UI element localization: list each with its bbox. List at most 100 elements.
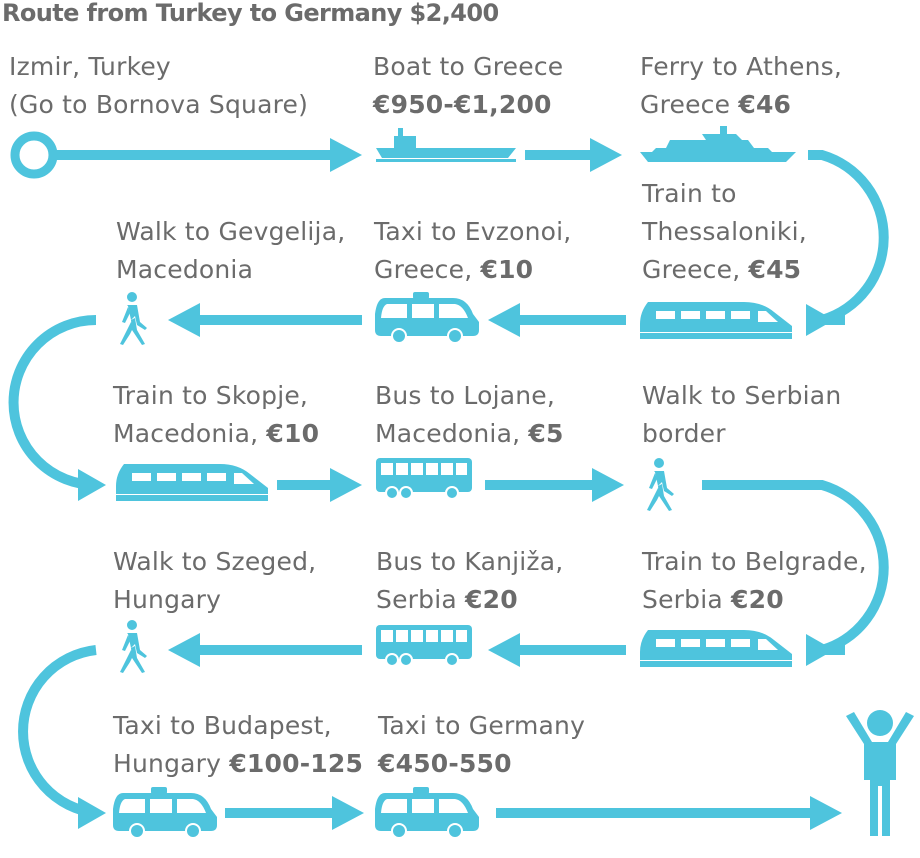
step-text: Walk to Szeged, [113, 547, 317, 576]
step-text: Bus to Kanjiža, [376, 547, 564, 576]
step-price: €20 [465, 585, 518, 614]
step-text: Taxi to Germany [378, 711, 586, 740]
step-label-line: Walk to Gevgelija, [116, 213, 345, 251]
step-taxi-budapest: Taxi to Budapest, Hungary €100-125 [113, 707, 363, 783]
step-price: €450-550 [378, 749, 512, 778]
arrow-izmir-to-boat [53, 138, 362, 172]
step-bus-kanjiza: Bus to Kanjiža, Serbia €20 [376, 543, 563, 619]
taxi-icon [113, 787, 217, 839]
step-text: Greece [640, 90, 739, 119]
step-train-skopje: Train to Skopje, Macedonia, €10 [113, 377, 319, 453]
step-label-line: €450-550 [378, 745, 585, 783]
step-text: Train to Skopje, [113, 381, 309, 410]
step-label-line: Walk to Serbian [642, 377, 841, 415]
step-text: Macedonia [116, 255, 254, 284]
step-label-line: Taxi to Germany [378, 707, 585, 745]
step-text: Thessaloniki, [642, 217, 807, 246]
arrow-kanjiza-to-szeged [168, 633, 362, 667]
step-label-line: Bus to Lojane, [375, 377, 564, 415]
step-text: Macedonia, [375, 419, 529, 448]
step-text: Serbia [642, 585, 732, 614]
step-label-line: Serbia €20 [642, 581, 867, 619]
step-text: Hungary [113, 749, 230, 778]
step-label-line: (Go to Bornova Square) [9, 86, 308, 124]
step-label-line: Taxi to Evzonoi, [374, 213, 571, 251]
step-walk-serbian-border: Walk to Serbian border [642, 377, 841, 453]
arrow-lojane-to-border [485, 468, 624, 502]
step-text: border [642, 419, 726, 448]
step-label-line: Hungary €100-125 [113, 745, 363, 783]
step-taxi-evzonoi: Taxi to Evzonoi, Greece, €10 [374, 213, 571, 289]
step-text: Macedonia, [113, 419, 267, 448]
step-label-line: border [642, 415, 841, 453]
step-walk-szeged: Walk to Szeged, Hungary [113, 543, 316, 619]
step-label-line: Izmir, Turkey [9, 48, 308, 86]
step-price: €100-125 [229, 749, 364, 778]
step-label-line: €950-€1,200 [373, 86, 563, 124]
step-text: Izmir, Turkey [9, 52, 171, 81]
step-text: Boat to Greece [373, 52, 564, 81]
celebrating-person-icon [846, 710, 914, 836]
step-label-line: Hungary [113, 581, 316, 619]
step-label-line: Greece €46 [640, 86, 842, 124]
step-text: Greece, [642, 255, 749, 284]
arrow-budapest-to-germany [225, 796, 364, 830]
step-price: €46 [738, 90, 792, 119]
step-text: Bus to Lojane, [375, 381, 556, 410]
step-text: Greece, [374, 255, 481, 284]
step-label-line: Train to Skopje, [113, 377, 319, 415]
step-price: €950-€1,200 [373, 90, 552, 119]
step-train-thessaloniki: Train to Thessaloniki, Greece, €45 [642, 175, 807, 289]
step-label-line: Boat to Greece [373, 48, 563, 86]
taxi-icon [375, 787, 479, 839]
walking-person-icon [120, 292, 147, 345]
step-label-line: Greece, €45 [642, 251, 807, 289]
step-text: (Go to Bornova Square) [9, 90, 309, 119]
arrow-belgrade-to-kanjiza [488, 633, 626, 667]
taxi-icon [375, 292, 479, 344]
step-taxi-germany: Taxi to Germany €450-550 [378, 707, 585, 783]
step-price: €10 [480, 255, 534, 284]
walking-person-icon [120, 620, 147, 673]
step-text: Train to [642, 179, 737, 208]
train-icon [640, 630, 792, 667]
arrow-skopje-to-lojane [277, 468, 362, 502]
step-price: €10 [266, 419, 320, 448]
start-circle-icon [10, 131, 58, 179]
step-label-line: Macedonia, €10 [113, 415, 319, 453]
step-label-line: Ferry to Athens, [640, 48, 842, 86]
arrow-boat-to-ferry [525, 138, 622, 172]
step-label-line: Thessaloniki, [642, 213, 807, 251]
step-text: Serbia [376, 585, 466, 614]
step-izmir: Izmir, Turkey (Go to Bornova Square) [9, 48, 308, 124]
step-label-line: Serbia €20 [376, 581, 563, 619]
walking-person-icon [647, 458, 674, 511]
curve-border-to-belgrade [702, 480, 889, 666]
curve-szeged-to-budapest [18, 645, 106, 829]
step-boat: Boat to Greece €950-€1,200 [373, 48, 563, 124]
step-text: Taxi to Evzonoi, [374, 217, 572, 246]
step-ferry: Ferry to Athens,Greece €46 [640, 48, 842, 124]
step-label-line: Train to [642, 175, 807, 213]
step-price: €45 [748, 255, 802, 284]
step-label-line: Taxi to Budapest, [113, 707, 363, 745]
step-label-line: Greece, €10 [374, 251, 571, 289]
train-icon [116, 464, 268, 501]
step-text: Taxi to Budapest, [113, 711, 332, 740]
step-text: Walk to Serbian [642, 381, 842, 410]
step-label-line: Macedonia [116, 251, 345, 289]
step-train-belgrade: Train to Belgrade,Serbia €20 [642, 543, 867, 619]
step-bus-lojane: Bus to Lojane, Macedonia, €5 [375, 377, 564, 453]
step-walk-gevgelija: Walk to Gevgelija, Macedonia [116, 213, 345, 289]
step-text: Hungary [113, 585, 222, 614]
curve-gevgelija-to-skopje [8, 315, 106, 501]
step-text: Walk to Gevgelija, [116, 217, 346, 246]
step-label-line: Walk to Szeged, [113, 543, 316, 581]
bus-icon [376, 625, 472, 667]
step-label-line: Macedonia, €5 [375, 415, 564, 453]
curve-ferry-to-thessaloniki [806, 150, 889, 336]
arrow-evzonoi-to-gevgelija [168, 303, 362, 337]
page-title: Route from Turkey to Germany $2,400 [2, 0, 499, 27]
ferry-icon [640, 126, 796, 162]
step-label-line: Train to Belgrade, [642, 543, 867, 581]
